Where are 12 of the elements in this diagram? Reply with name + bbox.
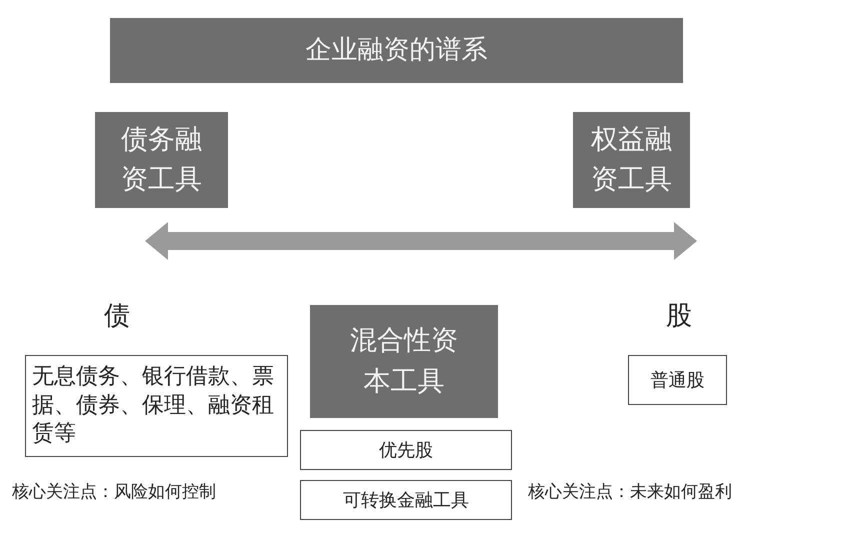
big-character: 债 [104, 300, 130, 333]
heading-box: 权益融资工具 [573, 112, 690, 208]
note-text: 核心关注点：风险如何控制 [12, 481, 216, 503]
heading-box: 债务融资工具 [95, 112, 228, 208]
text-box: 可转换金融工具 [300, 480, 512, 520]
big-character: 股 [666, 300, 692, 333]
title-banner: 企业融资的谱系 [110, 18, 683, 83]
text-box: 优先股 [300, 430, 512, 470]
note-text: 核心关注点：未来如何盈利 [528, 481, 732, 503]
text-box: 普通股 [628, 355, 727, 405]
text-box: 无息债务、银行借款、票据、债券、保理、融资租赁等 [25, 355, 288, 457]
highlight-box: 混合性资本工具 [310, 305, 498, 418]
